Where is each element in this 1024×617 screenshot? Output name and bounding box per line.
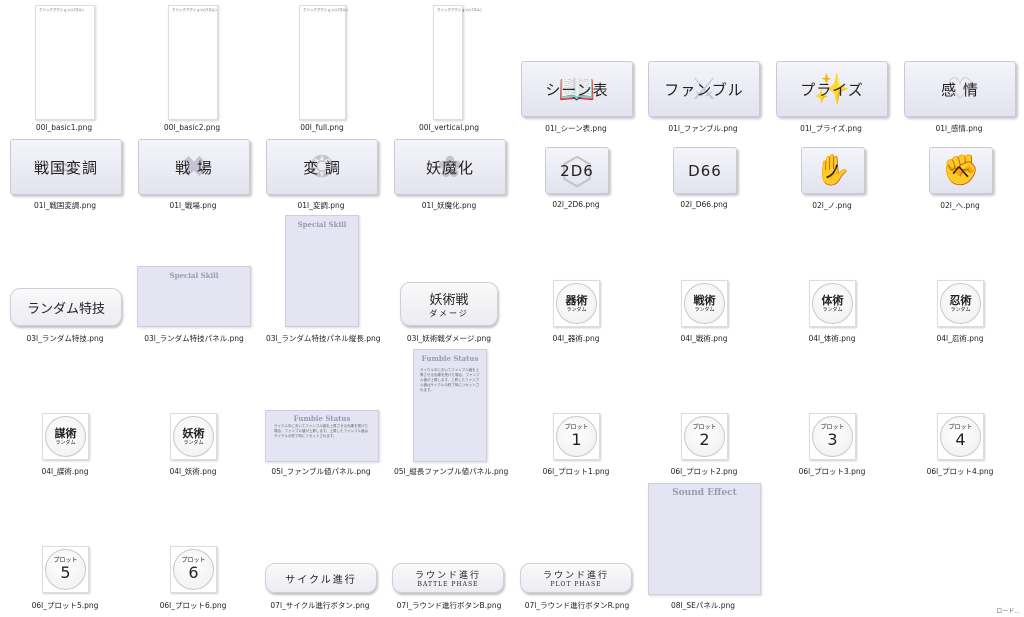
file-name: 01l_戦国変調.png bbox=[33, 201, 97, 210]
file-name: 03l_ランダム特技パネル.png bbox=[144, 334, 244, 343]
thumbnail-button: ✊へ bbox=[929, 147, 993, 194]
file-name: 03l_ランダム特技.png bbox=[26, 334, 104, 343]
thumbnail-panel: Sound Effect bbox=[648, 483, 761, 595]
file-name: 07l_ラウンド進行ボタンR.png bbox=[524, 601, 630, 610]
file-name: 01l_戦場.png bbox=[169, 201, 217, 210]
thumbnail-button: ≈戦国変調 bbox=[10, 139, 122, 195]
file-name: 01l_変調.png bbox=[297, 201, 345, 210]
bag-icon: ✨ bbox=[813, 71, 851, 107]
file-name: 01l_ファンブル.png bbox=[668, 124, 738, 133]
file-name: 06l_プロット1.png bbox=[542, 467, 610, 476]
skill-circle: 謀術ランダム bbox=[45, 416, 86, 457]
thumbnail-button: ❂変 調 bbox=[266, 139, 378, 195]
file-name: 08l_SEパネル.png bbox=[670, 601, 736, 610]
file-name: 07l_サイクル進行ボタン.png bbox=[270, 601, 370, 610]
thumbnail-doc: クリックアクション(パネル) bbox=[35, 5, 95, 120]
thumbnail-button: 妖術戦 ダメージ bbox=[400, 282, 498, 326]
blades-icon: ✖ bbox=[181, 149, 207, 185]
thumbnail-doc: クリックアクション(パネル) bbox=[433, 5, 482, 120]
file-name: 02l_ノ.png bbox=[812, 201, 852, 210]
file-name: 01l_妖魔化.png bbox=[421, 201, 477, 210]
thumbnail-button: ✿妖魔化 bbox=[394, 139, 506, 195]
file-name: 01l_プライズ.png bbox=[800, 124, 862, 133]
thumbnail-panel: Special Skill bbox=[137, 266, 251, 327]
thumbnail-button: ✨プライズ bbox=[776, 61, 888, 117]
thumbnail-button: ⬡2D6 bbox=[545, 147, 609, 194]
file-name: 00l_vertical.png bbox=[419, 123, 479, 132]
skill-circle: 妖術ランダム bbox=[173, 416, 214, 457]
file-name: 02l_2D6.png bbox=[552, 200, 600, 209]
skill-circle: 器術ランダム bbox=[556, 283, 597, 324]
thumbnail-button: D66 bbox=[673, 147, 737, 194]
file-name: 04l_謀術.png bbox=[41, 467, 89, 476]
thumbnail-button: ラウンド進行 BATTLE PHASE bbox=[392, 563, 504, 593]
file-name: 06l_プロット6.png bbox=[159, 601, 227, 610]
knife-icon: ⚔ bbox=[690, 71, 718, 107]
file-name: 04l_体術.png bbox=[808, 334, 856, 343]
hand-icon: ✋ bbox=[814, 153, 852, 188]
file-name: 05l_縦長ファンブル値パネル.png bbox=[394, 467, 509, 476]
skill-circle: 忍術ランダム bbox=[940, 283, 981, 324]
file-name: 04l_器術.png bbox=[552, 334, 600, 343]
file-name: 06l_プロット3.png bbox=[798, 467, 866, 476]
status-text: ロード... bbox=[996, 608, 1020, 615]
file-name: 00l_basic1.png bbox=[35, 123, 93, 132]
fist-icon: ✊ bbox=[942, 153, 980, 188]
wave-icon: ≈ bbox=[53, 149, 79, 185]
file-name: 06l_プロット4.png bbox=[926, 467, 994, 476]
thumbnail-button: ラウンド進行 PLOT PHASE bbox=[520, 563, 632, 593]
thumbnail-doc: クリックアクション(パネル) bbox=[168, 5, 218, 120]
thumbnail-button: ✖戦 場 bbox=[138, 139, 250, 195]
file-name: 06l_プロット2.png bbox=[670, 467, 738, 476]
file-name: 02l_へ.png bbox=[940, 201, 980, 210]
file-name: 03l_ランダム特技パネル縦長.png bbox=[266, 334, 381, 343]
file-name: 05l_ファンブル値パネル.png bbox=[271, 467, 371, 476]
swirl-icon: ❂ bbox=[309, 149, 335, 185]
heart-icon: ♡ bbox=[946, 71, 974, 107]
thumbnail-panel: Fumble Status サイクル中においてファンブル値を上昇させる効果を受け… bbox=[413, 349, 487, 462]
skill-circle: 体術ランダム bbox=[812, 283, 853, 324]
file-name: 01l_シーン表.png bbox=[545, 124, 607, 133]
die-icon: ⬡ bbox=[560, 148, 594, 193]
file-name: 07l_ラウンド進行ボタンB.png bbox=[396, 601, 502, 610]
skill-circle: 戦術ランダム bbox=[684, 283, 725, 324]
thumbnail-button: 📖シーン表 bbox=[521, 61, 633, 117]
flame-icon: ✿ bbox=[437, 149, 463, 185]
thumbnail-button: ✋ノ bbox=[801, 147, 865, 194]
file-name: 04l_忍術.png bbox=[936, 334, 984, 343]
book-icon: 📖 bbox=[558, 71, 596, 107]
thumbnail-button: ⚔ファンブル bbox=[648, 61, 760, 117]
thumbnail-doc: クリックアクション(パネル) bbox=[299, 5, 348, 120]
file-name: 00l_basic2.png bbox=[163, 123, 221, 132]
thumbnail-panel: Fumble Status サイクル中においてファンブル値を上昇させる効果を受け… bbox=[265, 410, 379, 462]
thumbnail-panel: Special Skill bbox=[285, 215, 359, 327]
file-name: 01l_感情.png bbox=[935, 124, 983, 133]
file-name: 00l_full.png bbox=[300, 123, 344, 132]
file-name: 04l_戦術.png bbox=[680, 334, 728, 343]
file-name: 06l_プロット5.png bbox=[31, 601, 99, 610]
file-name: 03l_妖術戦ダメージ.png bbox=[406, 334, 492, 343]
file-name: 04l_妖術.png bbox=[169, 467, 217, 476]
thumbnail-button: ♡感 情 bbox=[904, 61, 1016, 117]
thumbnail-button: サイクル進行 bbox=[265, 563, 377, 593]
file-name: 02l_D66.png bbox=[680, 200, 728, 209]
thumbnail-button: ランダム特技 bbox=[10, 288, 122, 326]
